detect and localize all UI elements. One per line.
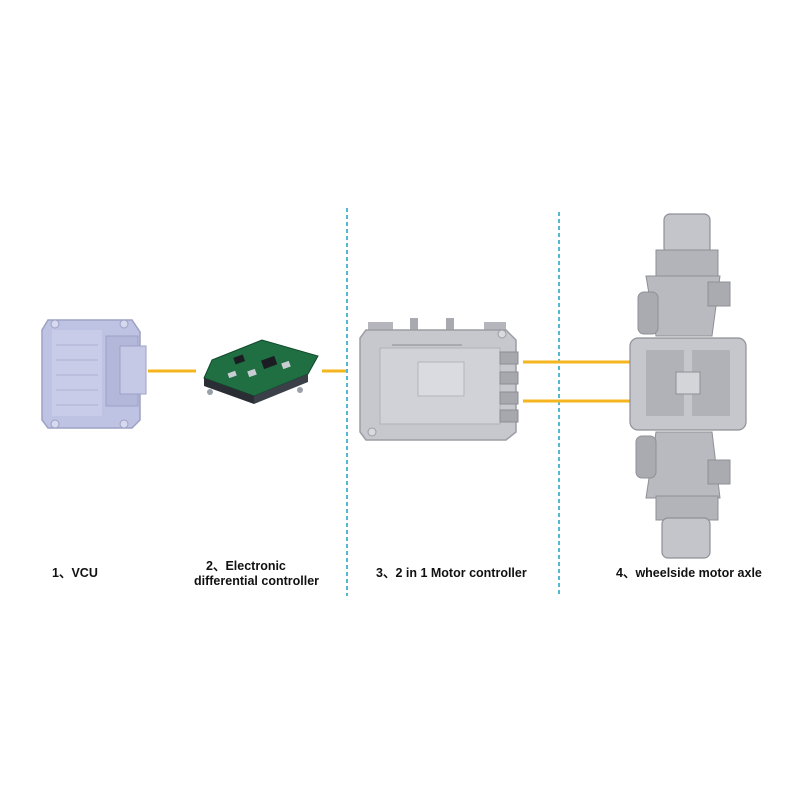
label-motor-axle: 4、wheelside motor axle	[616, 566, 762, 580]
motor-controller-icon	[359, 318, 519, 441]
label-motor-controller: 3、2 in 1 Motor controller	[376, 566, 527, 580]
circuit-board-icon	[203, 339, 319, 404]
label-edc: 2、Electronic differential controller	[194, 559, 319, 589]
label-vcu: 1、VCU	[52, 566, 98, 580]
motor-axle-icon	[629, 213, 747, 559]
label-edc-line-1: 2、Electronic	[206, 559, 286, 573]
label-edc-line-2: differential controller	[194, 574, 320, 588]
ecu-box-icon	[41, 319, 147, 429]
